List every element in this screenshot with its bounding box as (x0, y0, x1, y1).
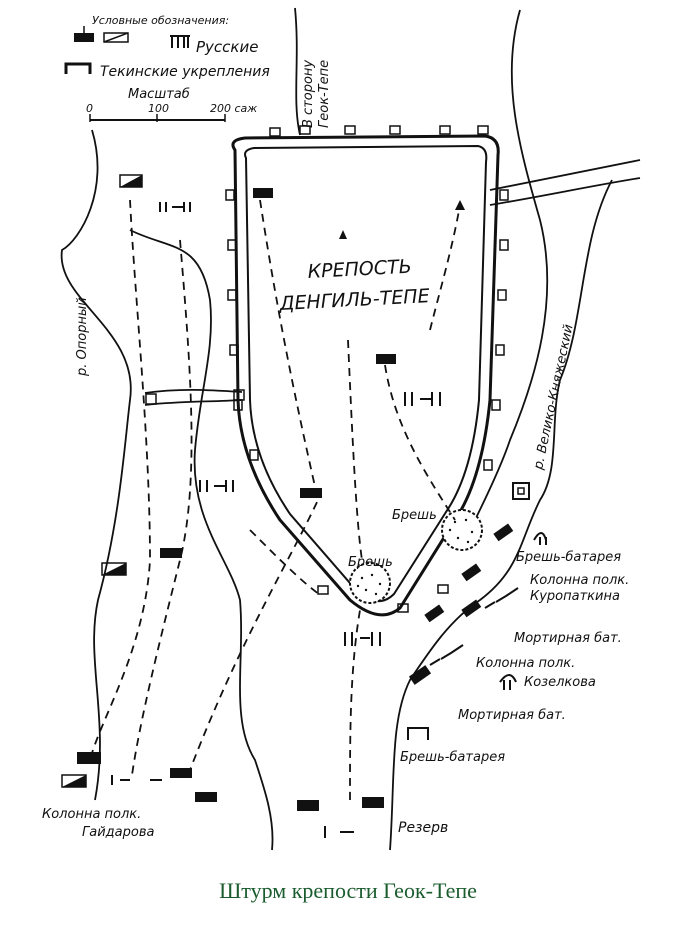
unit-kuropatkin-2 (461, 563, 482, 582)
legend-tekke: Текинские укрепления (100, 64, 270, 80)
reserve-label: Резерв (398, 820, 448, 836)
route-arrowheads (339, 200, 465, 239)
unit-gaidarov-5 (170, 768, 192, 778)
scale-title: Масштаб (128, 87, 190, 102)
channel-west (144, 388, 243, 406)
redoubt-icon (145, 389, 530, 500)
scale-tick-0: 0 (86, 102, 93, 115)
direction-line-2: Геок-Тепе (317, 60, 332, 128)
unit-gaidarov-4 (61, 774, 87, 788)
breach-right-label: Брешь (392, 508, 437, 523)
gaidarov-label-1: Колонна полк. (42, 807, 141, 822)
direction-line-1: В сторону (301, 60, 316, 128)
scale-bar (89, 114, 226, 122)
unit-north-fort (253, 188, 273, 198)
river-west-left-bank (60, 129, 132, 801)
unit-reserve-1 (297, 800, 319, 811)
river-west-right-bank (129, 229, 274, 851)
battle-map: Условные обозначения: Русские Текинские … (42, 7, 641, 851)
scale-tick-100: 100 (148, 102, 169, 115)
unit-breach-west (424, 604, 445, 623)
legend: Условные обозначения: Русские Текинские … (64, 14, 270, 122)
river-east-left-bank (469, 9, 549, 531)
unit-gaidarov-6 (195, 792, 217, 802)
mortar-bottom-label: Мортирная бат. (458, 708, 566, 723)
unit-north-west (119, 174, 143, 188)
kuropatkin-label-1: Колонна полк. (530, 573, 629, 588)
unit-kuropatkin-1 (493, 523, 514, 542)
fortress-name-2: ДЕНГИЛЬ-ТЕПЕ (278, 285, 430, 315)
breach-left (349, 562, 391, 604)
russian-unit-icon (74, 26, 129, 43)
stream-north (294, 7, 301, 136)
unit-fort-west (300, 488, 322, 498)
unit-reserve-2 (362, 797, 384, 808)
battery-icon (170, 35, 190, 48)
river-east-right-bank (389, 179, 613, 851)
unit-kozelkov (408, 665, 432, 685)
unit-gaidarov-3 (77, 752, 101, 764)
kuropatkin-label-2: Куропаткина (530, 589, 620, 604)
legend-russians: Русские (196, 38, 258, 56)
breaches (349, 509, 483, 604)
breach-battery-bottom-label: Брешь-батарея (400, 750, 505, 765)
scale-tick-200: 200 саж (210, 102, 257, 115)
legend-title: Условные обозначения: (92, 14, 229, 27)
river-west-label: р. Опорный (75, 297, 90, 377)
fortress-name-1: КРЕПОСТЬ (307, 256, 412, 283)
tekke-fortification-icon (64, 62, 92, 74)
unit-gaidarov-2 (160, 548, 182, 558)
kozelkov-label-2: Козелкова (524, 675, 596, 690)
battery-symbols (111, 202, 547, 838)
unit-gaidarov-1 (101, 562, 127, 576)
rivers (60, 7, 641, 851)
breach-right (441, 509, 483, 551)
mortar-top-label: Мортирная бат. (514, 631, 622, 646)
breach-left-label: Брешь (348, 555, 393, 570)
breach-battery-top-label: Брешь-батарея (516, 550, 621, 565)
wall-towers (225, 125, 509, 613)
unit-symbols (61, 174, 514, 811)
kozelkov-label-1: Колонна полк. (476, 656, 575, 671)
map-caption: Штурм крепости Геок-Тепе (219, 878, 477, 903)
unit-kuropatkin-3 (461, 599, 482, 618)
gaidarov-label-2: Гайдарова (82, 825, 154, 840)
unit-fort-interior (376, 354, 396, 364)
fortress-wall (231, 134, 500, 617)
channel-east (489, 159, 641, 206)
